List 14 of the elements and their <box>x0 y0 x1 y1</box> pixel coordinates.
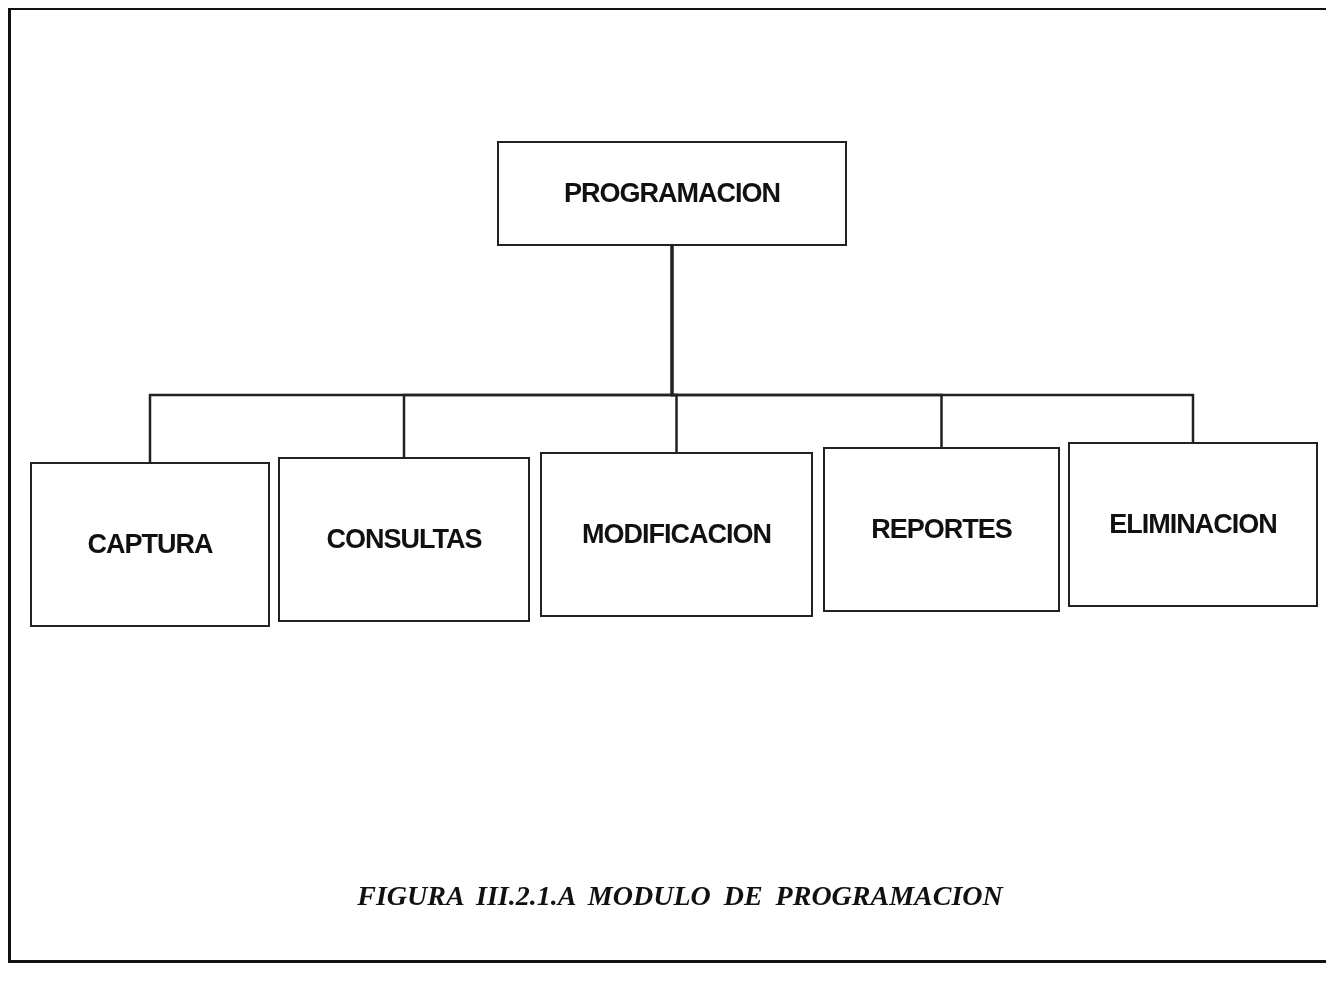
module-box <box>540 452 813 617</box>
module-box <box>30 462 270 627</box>
module-box <box>278 457 530 622</box>
module-box <box>823 447 1060 612</box>
box-label: REPORTES <box>871 514 1012 545</box>
module-box <box>497 141 847 246</box>
box-label: CAPTURA <box>87 529 213 560</box>
box-label: CONSULTAS <box>326 524 482 555</box>
figure-caption: FIGURA III.2.1.A MODULO DE PROGRAMACION <box>356 880 1005 912</box>
box-label: ELIMINACION <box>1109 509 1277 540</box>
module-box <box>1068 442 1318 607</box>
connector-line <box>670 246 1195 442</box>
box-label: MODIFICACION <box>582 519 771 550</box>
box-label: PROGRAMACION <box>564 178 780 209</box>
